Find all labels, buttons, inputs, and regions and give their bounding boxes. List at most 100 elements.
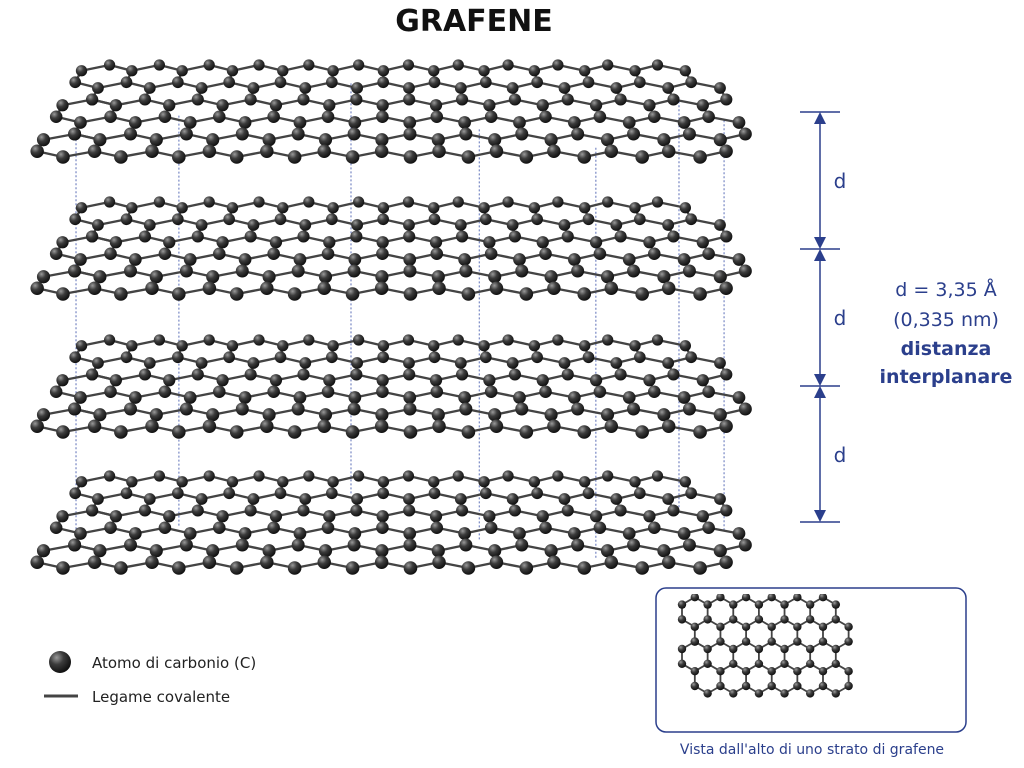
carbon-atom xyxy=(163,236,176,249)
carbon-atom xyxy=(244,368,257,381)
carbon-atom xyxy=(431,133,445,147)
carbon-atom xyxy=(513,527,526,540)
carbon-atom xyxy=(429,510,443,523)
carbon-atom xyxy=(729,600,738,609)
carbon-atom xyxy=(667,230,680,243)
carbon-atom xyxy=(403,357,415,369)
carbon-atom xyxy=(179,127,193,141)
carbon-atom xyxy=(602,196,614,208)
carbon-atom xyxy=(459,538,473,552)
carbon-atom xyxy=(515,264,529,278)
carbon-atom xyxy=(74,527,87,540)
carbon-atom xyxy=(350,504,363,517)
carbon-atom xyxy=(780,689,789,698)
carbon-atom xyxy=(483,510,496,523)
carbon-atom xyxy=(478,202,490,214)
carbon-atom xyxy=(627,538,641,552)
carbon-atom xyxy=(677,391,691,404)
carbon-atom xyxy=(480,487,492,500)
carbon-atom xyxy=(661,555,676,569)
carbon-atom xyxy=(128,116,142,129)
carbon-atom xyxy=(558,82,571,94)
carbon-atom xyxy=(577,425,592,439)
carbon-atom xyxy=(138,368,152,381)
carbon-atom xyxy=(568,253,581,266)
carbon-atom xyxy=(103,470,116,482)
carbon-atom xyxy=(741,594,751,602)
carbon-atom xyxy=(677,615,687,624)
carbon-atom xyxy=(163,374,176,387)
carbon-atom xyxy=(126,340,138,352)
carbon-atom xyxy=(277,65,289,77)
arrow-up-icon xyxy=(814,112,826,124)
carbon-atom xyxy=(635,287,649,301)
carbon-atom xyxy=(720,230,733,243)
carbon-atom xyxy=(327,202,339,214)
carbon-atom xyxy=(539,385,552,399)
carbon-atom xyxy=(351,493,364,505)
carbon-atom xyxy=(149,133,163,147)
carbon-atom xyxy=(536,99,549,112)
carbon-atom xyxy=(348,253,362,266)
carbon-atom xyxy=(203,470,215,482)
carbon-atom xyxy=(202,144,217,158)
carbon-atom xyxy=(206,408,220,422)
carbon-atom xyxy=(327,65,339,77)
carbon-atom xyxy=(754,615,764,624)
carbon-atom xyxy=(679,202,692,214)
carbon-atom xyxy=(693,150,707,164)
carbon-atom xyxy=(716,594,725,602)
carbon-atom xyxy=(754,600,764,609)
carbon-atom xyxy=(326,213,338,226)
carbon-atom xyxy=(213,247,226,261)
carbon-atom xyxy=(244,230,257,243)
carbon-atom xyxy=(502,334,514,346)
carbon-atom xyxy=(478,65,490,77)
carbon-atom xyxy=(432,555,446,569)
carbon-atom xyxy=(126,476,138,488)
carbon-atom xyxy=(260,281,274,295)
carbon-atom xyxy=(513,253,526,266)
carbon-atom xyxy=(353,196,365,208)
carbon-atom xyxy=(56,287,70,301)
carbon-atom xyxy=(183,527,197,540)
carbon-atom xyxy=(461,425,476,439)
carbon-atom xyxy=(297,230,310,243)
carbon-atom xyxy=(547,144,561,158)
carbon-atom xyxy=(805,659,815,668)
carbon-atom xyxy=(627,127,641,141)
carbon-atom xyxy=(729,644,738,654)
carbon-atom xyxy=(622,116,636,129)
carbon-atom xyxy=(600,544,615,558)
carbon-atom xyxy=(153,59,165,71)
spacing-value-nm: (0,335 nm) xyxy=(893,309,999,331)
carbon-atom xyxy=(431,408,445,422)
carbon-atom xyxy=(56,561,70,575)
spacing-desc-line2: interplanare xyxy=(880,366,1013,388)
carbon-atom xyxy=(480,76,492,89)
carbon-atom xyxy=(805,615,815,624)
carbon-atom xyxy=(459,264,473,278)
carbon-atom xyxy=(318,270,333,284)
carbon-atom xyxy=(614,230,627,243)
carbon-atom xyxy=(267,385,280,399)
arrow-down-icon xyxy=(814,510,826,522)
carbon-atom xyxy=(528,476,541,488)
carbon-atom xyxy=(124,538,138,552)
carbon-atom xyxy=(287,425,302,439)
carbon-atom xyxy=(634,213,646,226)
carbon-atom xyxy=(716,637,725,646)
carbon-atom xyxy=(754,659,764,668)
carbon-atom xyxy=(158,110,172,124)
carbon-atom xyxy=(610,219,623,231)
carbon-atom xyxy=(818,594,828,602)
carbon-atom xyxy=(430,247,444,261)
carbon-atom xyxy=(614,93,627,106)
carbon-atom xyxy=(780,615,789,624)
carbon-atom xyxy=(741,637,751,646)
carbon-atom xyxy=(627,402,641,416)
carbon-atom xyxy=(402,470,415,482)
carbon-atom xyxy=(247,219,260,231)
carbon-atom xyxy=(203,59,215,71)
